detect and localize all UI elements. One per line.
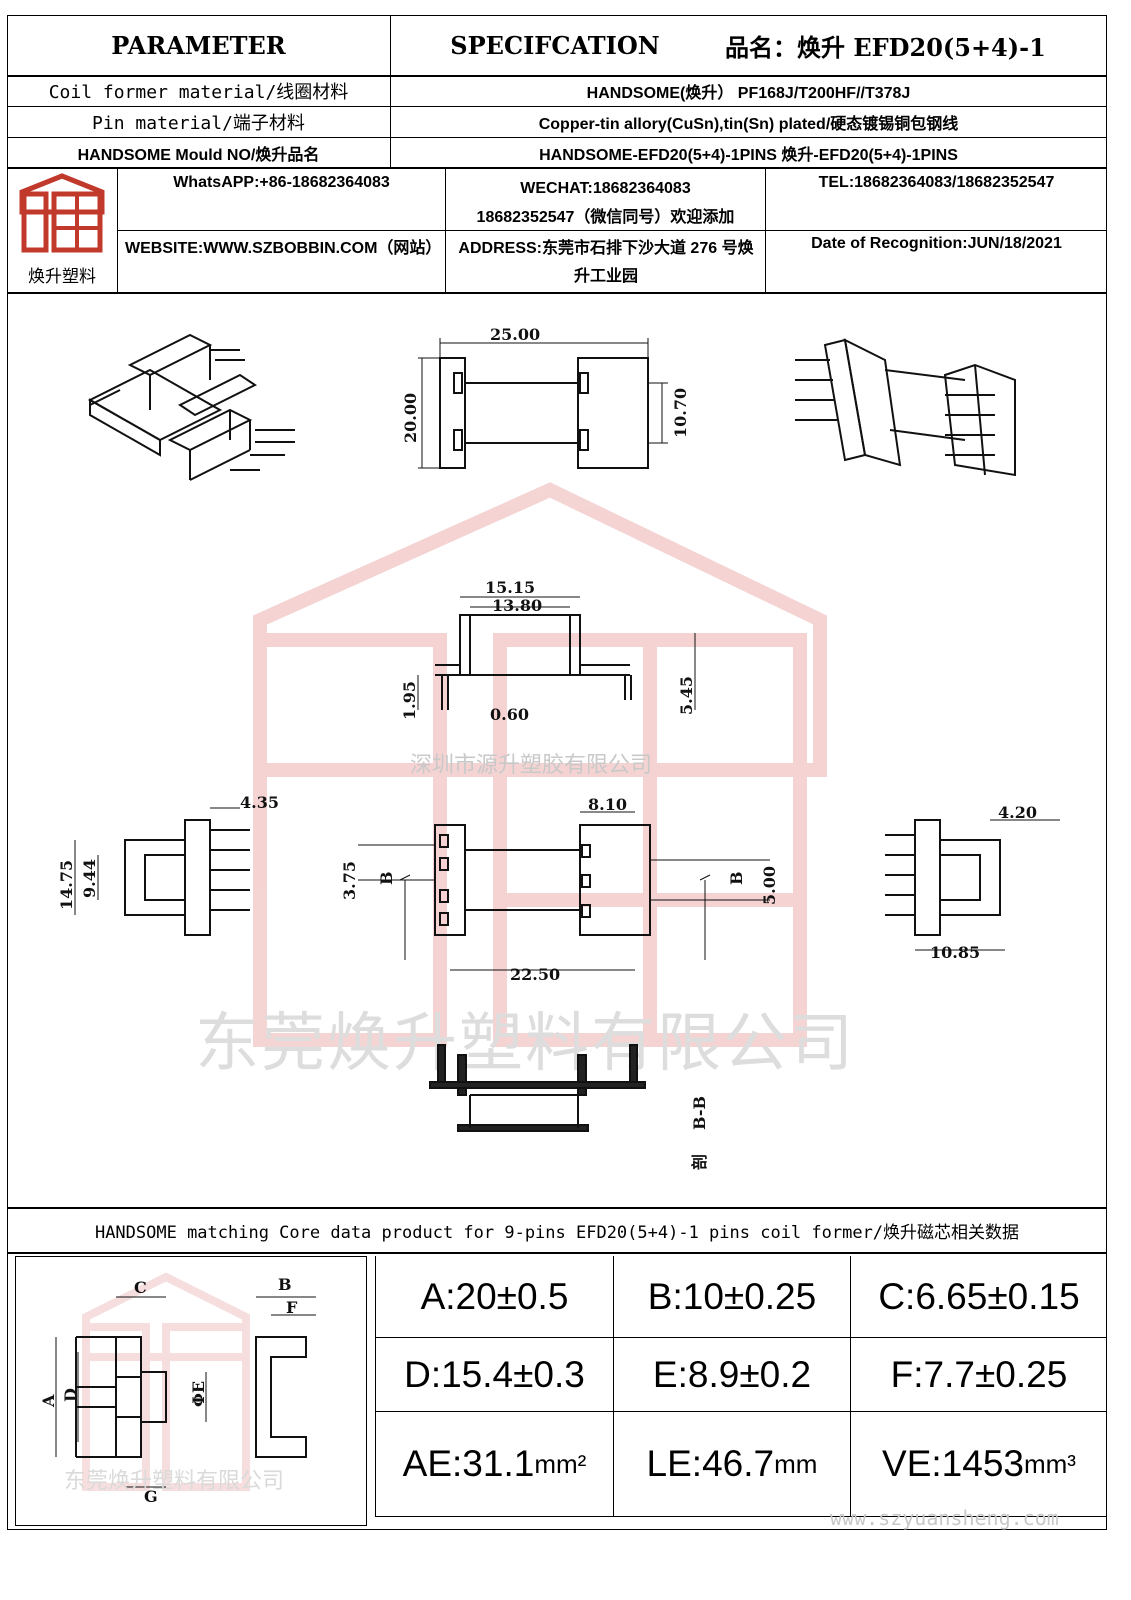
core-shape-diagram: C B F A D ΦE G <box>39 1272 316 1506</box>
whatsapp: WhatsAPP:+86-18682364083 <box>173 174 390 191</box>
dim-side-1475: 14.75 <box>57 860 76 910</box>
side-view-middle: 15.15 13.80 1.95 0.60 5.45 <box>400 578 696 724</box>
dim-side-435: 4.35 <box>240 793 279 812</box>
core-value-e: E:8.9±0.2 <box>652 1353 812 1395</box>
dim-2250: 22.50 <box>510 965 560 984</box>
dim-810: 8.10 <box>588 795 627 814</box>
section-title: B-B <box>690 1096 709 1130</box>
header-specification: SPECIFCATION <box>450 30 660 60</box>
logo-mark-icon <box>19 173 105 253</box>
dim-inner-height: 10.70 <box>671 388 690 438</box>
core-value-b: B:10±0.25 <box>647 1276 817 1317</box>
wechat-line1: WECHAT:18682364083 <box>520 180 691 197</box>
dim-width-15: 15.15 <box>485 578 535 597</box>
section-sub: 剖 <box>690 1154 709 1170</box>
core-le-value: LE:46.7 <box>646 1443 775 1484</box>
core-label-e: ΦE <box>189 1381 208 1407</box>
dim-pin-dia: 0.60 <box>490 705 529 724</box>
core-label-c: C <box>134 1278 147 1297</box>
section-label-right: B <box>727 871 746 885</box>
end-view-right: 4.20 10.85 <box>885 803 1060 962</box>
core-label-b: B <box>278 1275 292 1294</box>
core-value-c: C:6.65±0.15 <box>878 1276 1080 1317</box>
watermark-large: 东莞焕升塑料有限公司 <box>195 1007 855 1081</box>
dim-375: 3.75 <box>340 861 359 900</box>
section-label-left: B <box>377 871 396 885</box>
date-of-recognition: Date of Recognition:JUN/18/2021 <box>811 235 1062 252</box>
dim-width-13: 13.80 <box>492 596 542 615</box>
dim-top-width: 25.00 <box>490 325 540 344</box>
telephone: TEL:18682364083/18682352547 <box>818 174 1055 191</box>
core-label-a: A <box>39 1394 58 1408</box>
core-diagram-watermark: 东莞焕升塑料有限公司 <box>64 1469 285 1494</box>
isometric-view-right <box>795 338 1016 477</box>
wechat: WECHAT:18682364083 18682352547（微信同号）欢迎添加 <box>446 174 765 232</box>
core-ve-value: VE:1453 <box>882 1443 1024 1484</box>
front-view-top: 25.00 20.00 10.70 <box>401 325 690 469</box>
core-section-title: HANDSOME matching Core data product for … <box>94 1223 1020 1243</box>
row-label-coil-material: Coil former material/线圈材料 <box>48 82 349 103</box>
dim-pin-len: 1.95 <box>400 681 419 720</box>
dim-500: 5.00 <box>760 866 779 905</box>
dim-1085: 10.85 <box>930 943 980 962</box>
core-diagram: C B F A D ΦE G 东莞焕升塑料有限公司 <box>15 1256 367 1526</box>
header-product-name: 品名：焕升 EFD20(5+4)-1 <box>725 32 1046 62</box>
isometric-view-left <box>87 333 295 481</box>
top-view-center: 8.10 3.75 5.00 22.50 B B <box>340 795 779 984</box>
core-label-f: F <box>286 1298 298 1317</box>
row-value-coil-material: HANDSOME(焕升） PF168J/T200HF//T378J <box>586 85 911 102</box>
company-logo: 焕升塑料 <box>14 172 110 287</box>
core-label-g: G <box>144 1487 158 1506</box>
section-view-bb: B-B 剖 <box>429 1044 709 1170</box>
core-ve-unit: mm³ <box>1023 1448 1076 1479</box>
dim-420: 4.20 <box>998 803 1037 822</box>
core-value-d: D:15.4±0.3 <box>404 1353 585 1395</box>
core-ae-value: AE:31.1 <box>402 1443 535 1484</box>
core-value-a: A:20±0.5 <box>420 1276 569 1317</box>
core-label-d: D <box>61 1388 80 1402</box>
row-label-pin-material: Pin material/端子材料 <box>92 113 305 134</box>
dim-height: 20.00 <box>401 393 420 443</box>
watermark-small: 深圳市源升塑胶有限公司 <box>410 753 653 778</box>
row-label-mould-no: HANDSOME Mould NO/焕升品名 <box>77 146 320 164</box>
footer-url: www.szyuansheng.com <box>830 1506 1059 1530</box>
wechat-line2: 18682352547（微信同号）欢迎添加 <box>476 209 735 226</box>
address: ADDRESS:东莞市石排下沙大道 276 号焕升工业园 <box>458 240 754 285</box>
header-parameter: PARAMETER <box>111 30 286 60</box>
core-ae-unit: mm² <box>534 1448 587 1479</box>
core-le-unit: mm <box>774 1448 818 1479</box>
page-frame <box>7 15 1107 1530</box>
dim-side-944: 9.44 <box>80 859 99 898</box>
dim-pin-h: 5.45 <box>677 676 696 715</box>
row-value-mould-no: HANDSOME-EFD20(5+4)-1PINS 焕升-EFD20(5+4)-… <box>539 146 958 164</box>
website: WEBSITE:WWW.SZBOBBIN.COM（网站） <box>125 240 442 257</box>
end-view-left: 4.35 14.75 9.44 <box>57 793 279 936</box>
row-value-pin-material: Copper-tin allory(CuSn),tin(Sn) plated/硬… <box>538 116 959 133</box>
logo-text: 焕升塑料 <box>28 267 96 287</box>
core-value-f: F:7.7±0.25 <box>890 1353 1068 1395</box>
